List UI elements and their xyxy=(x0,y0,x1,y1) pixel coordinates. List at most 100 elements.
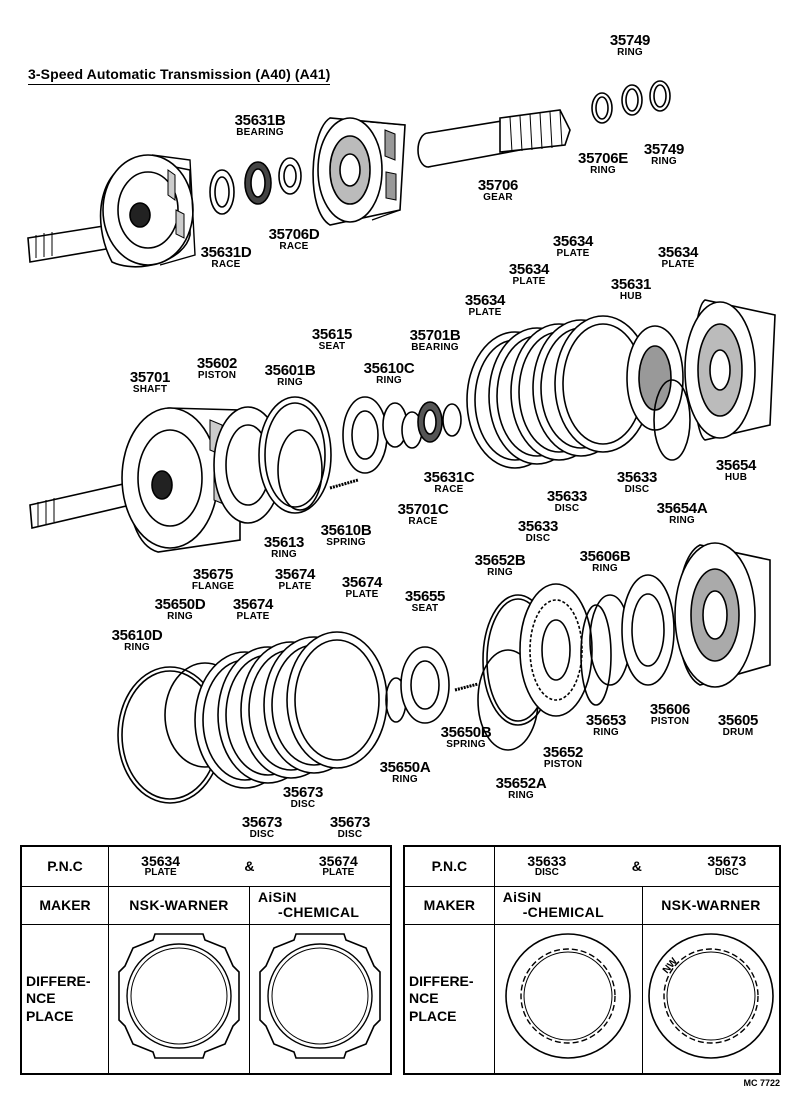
maker-line-2: -CHEMICAL xyxy=(278,904,360,920)
ampersand: & xyxy=(631,858,642,875)
part-number: 35631C xyxy=(423,469,475,486)
part-number: 35673 xyxy=(241,814,283,831)
part-number: 35602 xyxy=(196,355,238,372)
plate-ring-icon xyxy=(118,933,240,1060)
part-number: 35674 xyxy=(318,853,358,870)
part-number: 35674 xyxy=(232,596,274,613)
clutch-pack-35634-35633 xyxy=(466,315,652,469)
part-number: 35652A xyxy=(495,775,547,792)
part-name: DISC xyxy=(534,867,559,879)
part-name: PLATE xyxy=(556,248,590,259)
label-line-3: PLACE xyxy=(409,1007,457,1024)
part-name: PLATE xyxy=(512,276,546,287)
part-name: BEARING xyxy=(236,127,284,138)
difference-place-label: DIFFERE- NCE PLACE xyxy=(20,923,109,1075)
maker-line-1: AiSiN xyxy=(502,888,542,905)
part-number: 35631B xyxy=(234,112,286,129)
drum-35605 xyxy=(674,542,771,688)
shaft-35701 xyxy=(29,407,241,553)
part-number: 35605 xyxy=(717,712,759,729)
part-number: 35706D xyxy=(268,226,320,243)
part-number: 35615 xyxy=(311,326,353,343)
part-number: 35673 xyxy=(329,814,371,831)
label-line-1: DIFFERE- xyxy=(409,972,474,989)
disc-drawing-aisin-chemical xyxy=(493,923,644,1075)
part-number: 35610C xyxy=(363,360,415,377)
part-name: RING xyxy=(376,375,402,386)
part-name: RING xyxy=(487,567,513,578)
maker-aisin-chemical: AiSiN -CHEMICAL xyxy=(249,885,392,925)
clutch-pack-35674-35673 xyxy=(194,631,388,789)
ring-35601b xyxy=(258,396,332,514)
gear-35706 xyxy=(417,109,571,168)
part-number: 35634 xyxy=(552,233,594,250)
part-name: RACE xyxy=(434,484,464,495)
difference-place-label: DIFFERE- NCE PLACE xyxy=(403,923,495,1075)
part-name: DISC xyxy=(624,484,650,495)
seat-35615 xyxy=(342,396,388,474)
pnc-label: P.N.C xyxy=(20,845,109,887)
part-number: 35650D xyxy=(154,596,206,613)
maker-label: MAKER xyxy=(20,885,109,925)
part-name: DISC xyxy=(525,533,551,544)
race-35631c xyxy=(442,403,462,437)
piston-35606 xyxy=(621,574,675,686)
seat-35655 xyxy=(400,646,450,724)
part-name: PLATE xyxy=(322,867,355,879)
maker-line-2: -CHEMICAL xyxy=(522,904,604,920)
spring-35650b xyxy=(454,682,479,692)
part-number: 35631 xyxy=(610,276,652,293)
part-name: DISC xyxy=(337,829,363,840)
part-name: RING xyxy=(593,727,619,738)
maker-nsk-warner: NSK-WARNER xyxy=(108,885,250,925)
plate-drawing-nsk-warner xyxy=(108,923,250,1075)
part-name: RACE xyxy=(408,516,438,527)
part-name: HUB xyxy=(724,472,748,483)
part-number: 35701 xyxy=(129,369,171,386)
plate-ring-icon xyxy=(259,933,381,1060)
part-number: 35650B xyxy=(440,724,492,741)
part-name: RING xyxy=(124,642,150,653)
part-number: 35633 xyxy=(527,853,567,870)
part-number: 35610D xyxy=(111,627,163,644)
part-name: PISTON xyxy=(650,716,690,727)
part-name: SEAT xyxy=(411,603,439,614)
part-number: 35634 xyxy=(141,853,181,870)
part-name: PLATE xyxy=(144,867,177,879)
part-number: 35606B xyxy=(579,548,631,565)
part-name: DRUM xyxy=(722,727,754,738)
spring-35610b xyxy=(329,478,359,490)
part-name: DISC xyxy=(714,867,739,879)
